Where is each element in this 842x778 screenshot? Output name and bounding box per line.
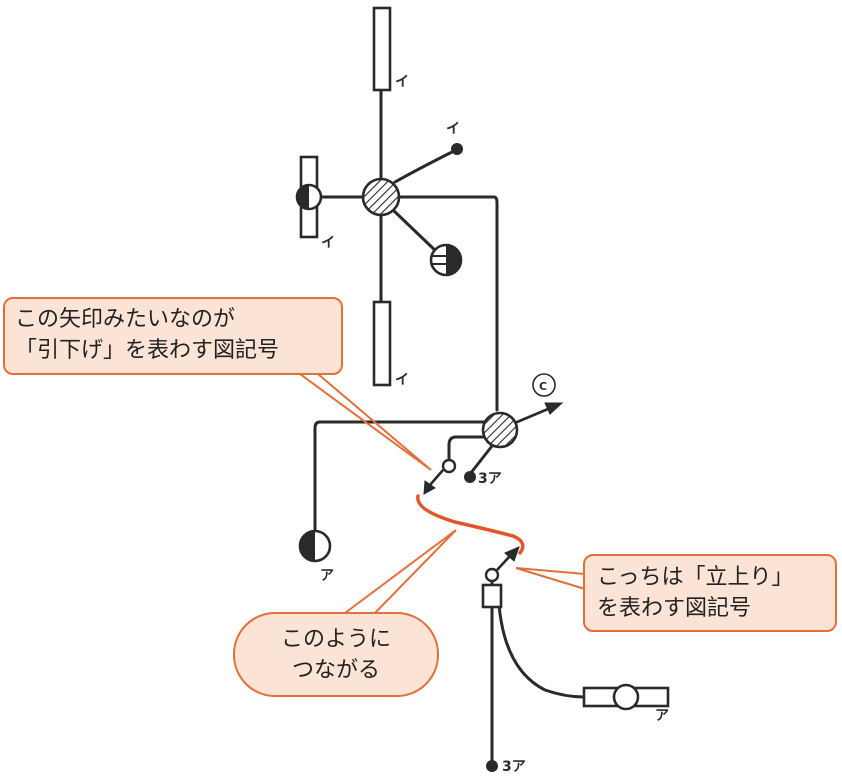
riseup-symbol <box>484 567 500 583</box>
callout-pulldown-line1: この矢印みたいなのが <box>15 307 236 332</box>
wire-to-3a-dot <box>468 444 494 476</box>
label-lower-fixture: イ <box>395 372 409 388</box>
pointer-callout-riseup <box>515 567 586 590</box>
callout-riseup-line2: を表わす図記号 <box>597 596 752 621</box>
arrow-outlet-head <box>544 402 564 415</box>
junction-box-lower <box>481 411 519 449</box>
label-top-fixture: イ <box>395 74 409 90</box>
callout-pulldown-symbol: この矢印みたいなのが 「引下げ」を表わす図記号 <box>3 297 343 375</box>
callout-pulldown-line2: 「引下げ」を表わす図記号 <box>15 338 280 363</box>
outlet-c-circle <box>532 373 556 397</box>
pointer-callout-connect <box>344 529 457 614</box>
right-fixture-lamp <box>612 683 640 711</box>
switch-dot-bottom <box>486 760 498 772</box>
label-right-fixture: ア <box>655 708 669 724</box>
wire-to-right-fixture <box>497 603 586 699</box>
label-bottom-3a: 3ア <box>502 759 526 775</box>
wire-to-left-light <box>313 420 490 534</box>
fluorescent-fixture-lower <box>372 300 392 387</box>
callout-connection-line1: このように <box>280 627 391 652</box>
wire-top-right-loop <box>379 195 499 412</box>
wire-to-pulldown <box>447 435 490 460</box>
riseup-arrow-head <box>504 546 520 562</box>
label-left-fixture: イ <box>321 235 335 251</box>
fluorescent-fixture-top <box>372 6 392 92</box>
wire-to-breaker <box>391 208 442 257</box>
left-ceiling-light <box>298 529 332 563</box>
label-top-dot: イ <box>446 121 460 137</box>
pointer-callout-arrow <box>299 373 432 471</box>
pulldown-arrow-line <box>429 469 444 486</box>
callout-connection: このように つながる <box>233 612 439 697</box>
label-left-light: ア <box>320 568 334 584</box>
switch-dot-top <box>451 143 463 155</box>
connection-curve <box>416 494 525 555</box>
label-junction-3a: 3ア <box>478 471 502 487</box>
breaker-symbol <box>429 243 463 277</box>
riseup-arrow-line <box>496 555 511 571</box>
riser-box <box>481 583 503 609</box>
callout-connection-line2: つながる <box>291 658 380 683</box>
callout-riseup-line1: こっちは「立上り」 <box>597 565 794 590</box>
pulldown-arrow-head <box>423 480 436 495</box>
switch-dot-3a <box>464 471 476 483</box>
left-fixture-lamp <box>295 183 323 211</box>
label-outlet-c: C <box>539 380 547 393</box>
callout-riseup-symbol: こっちは「立上り」 を表わす図記号 <box>583 554 837 632</box>
pulldown-symbol <box>441 458 457 474</box>
junction-box-top <box>361 177 401 217</box>
wire-to-top-dot <box>393 148 458 184</box>
